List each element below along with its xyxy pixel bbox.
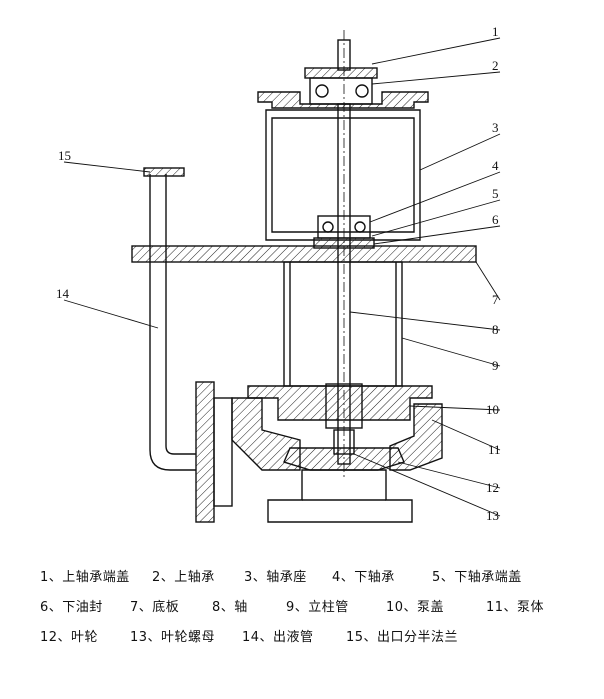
legend-item: 5、下轴承端盖: [432, 569, 522, 585]
callout-9: 9: [492, 358, 499, 373]
legend-item: 11、泵体: [486, 599, 545, 615]
legend-item: 3、轴承座: [244, 569, 307, 585]
callout-11: 11: [488, 442, 501, 457]
callout-8: 8: [492, 322, 499, 337]
callout-15: 15: [58, 148, 71, 163]
callout-2: 2: [492, 58, 499, 73]
pump-body: [231, 397, 301, 471]
legend-item: 12、叶轮: [40, 629, 99, 645]
legend-item: 8、轴: [212, 599, 248, 615]
outlet-pipe: [149, 174, 196, 471]
legend-row: 6、下油封 7、底板 8、轴 9、立柱管 10、泵盖 11、泵体: [40, 590, 580, 620]
column-pipe: [283, 261, 403, 387]
bearing-housing: [265, 109, 421, 241]
legend-item: 9、立柱管: [286, 599, 349, 615]
pump-inlet: [267, 469, 413, 523]
pump-cover: [247, 385, 433, 421]
bearing-housing-top-flange: [257, 91, 429, 109]
callout-4: 4: [492, 158, 499, 173]
legend-item: 13、叶轮螺母: [130, 629, 216, 645]
callout-14: 14: [56, 286, 70, 301]
callout-6: 6: [492, 212, 499, 227]
callout-12: 12: [486, 480, 499, 495]
legend-row: 12、叶轮 13、叶轮螺母 14、出液管 15、出口分半法兰: [40, 620, 580, 650]
callout-3: 3: [492, 120, 499, 135]
parts-legend: 1、上轴承端盖 2、上轴承 3、轴承座 4、下轴承 5、下轴承端盖 6、下油封 …: [40, 560, 580, 650]
legend-item: 10、泵盖: [386, 599, 445, 615]
upper-bearing-cap: [304, 67, 378, 79]
legend-item: 7、底板: [130, 599, 180, 615]
legend-item: 15、出口分半法兰: [346, 629, 459, 645]
upper-bearing: [309, 77, 373, 105]
base-plate: [131, 245, 477, 263]
pump-cross-section-drawing: 1 2 3 4 5 6 7 8 9 10 11 12 13 14 15: [56, 24, 501, 523]
outlet-split-flange: [143, 167, 185, 177]
callout-10: 10: [486, 402, 499, 417]
legend-item: 1、上轴承端盖: [40, 569, 130, 585]
legend-item: 6、下油封: [40, 599, 103, 615]
outlet-flange: [195, 381, 215, 523]
legend-item: 14、出液管: [242, 629, 314, 645]
legend-row: 1、上轴承端盖 2、上轴承 3、轴承座 4、下轴承 5、下轴承端盖: [40, 560, 580, 590]
callout-13: 13: [486, 508, 499, 523]
callout-7: 7: [492, 292, 499, 307]
callout-5: 5: [492, 186, 499, 201]
legend-item: 4、下轴承: [332, 569, 395, 585]
legend-item: 2、上轴承: [152, 569, 215, 585]
callout-1: 1: [492, 24, 499, 39]
